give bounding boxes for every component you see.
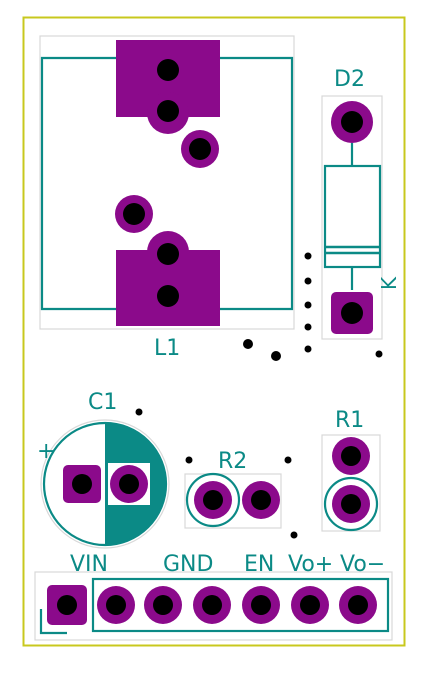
header-courtyard	[34, 571, 393, 641]
header-pin1-marker	[39, 609, 67, 635]
l1-hole	[157, 100, 179, 122]
via	[284, 456, 292, 464]
d2-hole	[341, 302, 363, 324]
header-hole	[57, 595, 77, 615]
l1-courtyard	[39, 35, 295, 330]
pin-label-vo-minus: Vo−	[340, 552, 385, 577]
header-hole	[300, 595, 320, 615]
header-hole	[348, 595, 368, 615]
l1-hole	[157, 59, 179, 81]
d2-courtyard	[321, 95, 383, 340]
header-hole	[153, 595, 173, 615]
c1-outline	[42, 421, 168, 547]
c1-hole	[72, 474, 92, 494]
via	[290, 531, 298, 539]
l1-label: L1	[154, 336, 180, 361]
capacitor-c1: C1 +	[37, 390, 170, 549]
vias	[135, 252, 383, 539]
via	[304, 301, 312, 309]
r1-hole	[341, 446, 361, 466]
l1-hole	[123, 203, 145, 225]
diode-d2: D2 K	[321, 67, 401, 340]
pin-label-en: EN	[244, 552, 274, 577]
r1-label: R1	[335, 408, 364, 433]
header-hole	[202, 595, 222, 615]
r2-silk-ring	[185, 472, 241, 528]
header-hole	[251, 595, 271, 615]
via	[135, 408, 143, 416]
resistor-r2: R2	[184, 449, 282, 529]
d2-k-label: K	[377, 276, 401, 290]
r1-silk-ring	[323, 476, 379, 532]
c1-plus-label: +	[37, 439, 55, 464]
connector-header: VIN GND EN Vo+ Vo−	[34, 552, 393, 641]
l1-hole	[157, 243, 179, 265]
l1-hole	[157, 285, 179, 307]
c1-courtyard	[40, 419, 170, 549]
via	[304, 323, 312, 331]
r1-hole	[341, 494, 361, 514]
via	[271, 351, 281, 361]
via	[243, 339, 253, 349]
r2-courtyard	[184, 473, 282, 529]
header-silkscreen	[91, 577, 390, 633]
c1-hole	[119, 474, 139, 494]
via	[304, 345, 312, 353]
d2-hole	[341, 111, 363, 133]
l1-silkscreen	[40, 56, 294, 311]
via	[375, 350, 383, 358]
r2-hole	[203, 490, 223, 510]
via	[304, 252, 312, 260]
r2-hole	[251, 490, 271, 510]
pin-label-vo-plus: Vo+	[288, 552, 333, 577]
pin-label-gnd: GND	[163, 552, 213, 577]
pin-label-vin: VIN	[70, 552, 108, 577]
inductor-l1: L1	[39, 35, 295, 361]
c1-label: C1	[88, 390, 117, 415]
resistor-r1: R1	[321, 408, 381, 532]
d2-label: D2	[334, 67, 365, 92]
board-outline	[22, 16, 406, 647]
l1-hole	[189, 138, 211, 160]
r2-label: R2	[218, 449, 247, 474]
header-hole	[106, 595, 126, 615]
via	[185, 456, 193, 464]
via	[304, 277, 312, 285]
